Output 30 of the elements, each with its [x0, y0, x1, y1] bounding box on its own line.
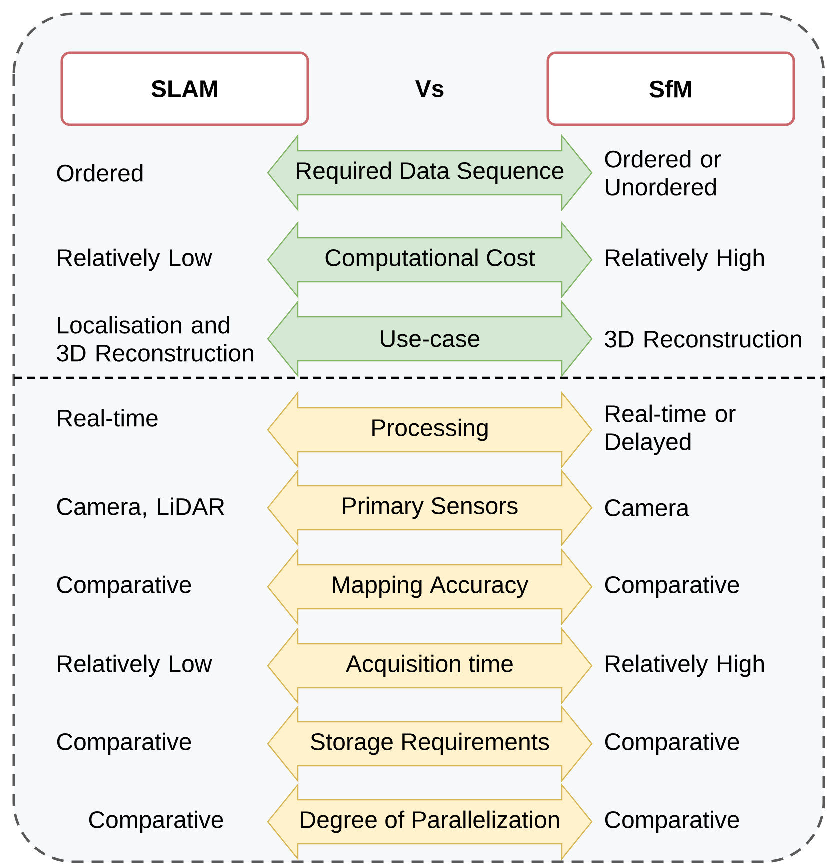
vs-label: Vs [415, 80, 444, 98]
comparison-text: Ordered [57, 164, 143, 182]
criterion-banner: Primary Sensors [267, 469, 593, 547]
comparison-text: Relatively Low [58, 654, 212, 678]
comparison-text: Relatively High [606, 654, 764, 678]
criterion-banner: Computational Cost [267, 221, 593, 299]
comparison-text: Real-time [58, 409, 158, 427]
criterion-banner: Storage Requirements [267, 705, 593, 783]
comparison-text: Real-time or Delayed [606, 404, 736, 456]
comparison-text: Relatively Low [58, 248, 212, 272]
comparison-text: Localisation and 3D Reconstruction [57, 316, 254, 362]
comparison-text: Relatively High [606, 248, 764, 272]
criterion-banner: Acquisition time [267, 627, 593, 705]
comparison-text: Comparative [57, 732, 192, 756]
criterion-banner: Mapping Accuracy [267, 548, 593, 626]
comparison-text: 3D Reconstruction [605, 330, 802, 348]
comparison-text: Comparative [605, 810, 740, 834]
title-box: SLAM [60, 52, 310, 126]
comparison-text: Comparative [605, 732, 740, 756]
comparison-text: Camera [605, 500, 690, 516]
title-box: SfM [546, 52, 796, 126]
criterion-banner: Degree of Parallelization [267, 783, 593, 861]
comparison-text: Comparative [605, 576, 740, 598]
comparison-text: Camera, LiDAR [57, 498, 224, 518]
criterion-banner: Processing [267, 391, 593, 469]
comparison-text: Comparative [57, 576, 192, 598]
criterion-banner: Required Data Sequence [267, 134, 593, 212]
comparison-text: Comparative [89, 810, 224, 834]
criterion-banner: Use-case [267, 300, 593, 378]
comparison-text: Ordered or Unordered [605, 150, 722, 196]
